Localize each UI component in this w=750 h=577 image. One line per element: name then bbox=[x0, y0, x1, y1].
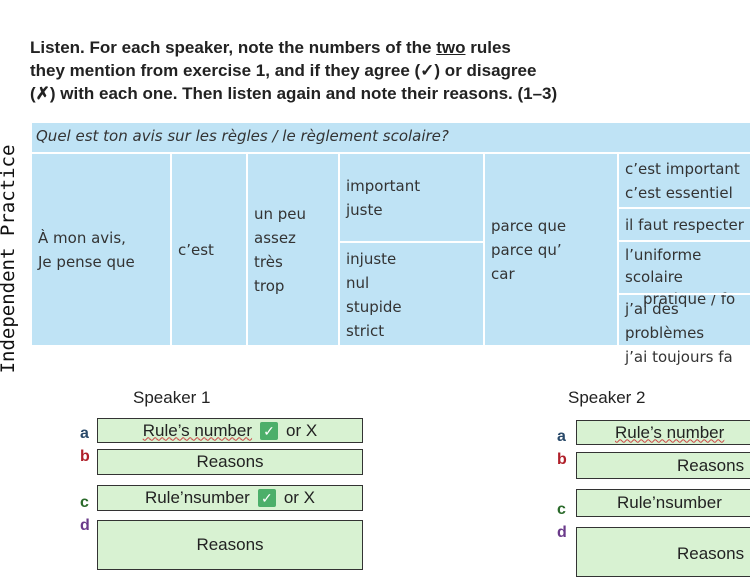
cell-text: assez bbox=[254, 229, 296, 247]
box-text: Reasons bbox=[677, 544, 745, 563]
box-text: Reasons bbox=[196, 452, 264, 471]
letter-d: d bbox=[80, 517, 90, 534]
box-text: Rule’nsumber bbox=[617, 493, 722, 512]
cell-reason: j’ai des problèmes j’ai toujours fa bbox=[617, 293, 750, 366]
letter-d: d bbox=[557, 524, 567, 541]
speaker2-rule-c[interactable]: Rule’nsumber bbox=[576, 489, 750, 517]
cell-text: parce que bbox=[491, 217, 567, 235]
instr-text: Listen. For each speaker, note the numbe… bbox=[30, 38, 437, 57]
cell-text: c’est essentiel bbox=[625, 184, 733, 202]
cell-text: j’ai toujours fa bbox=[625, 348, 733, 366]
speaker2-title: Speaker 2 bbox=[568, 388, 646, 407]
speaker1-rule-c[interactable]: Rule’nsumber ✓ or X bbox=[97, 485, 363, 511]
letter-a: a bbox=[80, 425, 89, 442]
cell-text: l’uniforme scolaire bbox=[625, 246, 702, 286]
check-icon: ✓ bbox=[257, 489, 276, 507]
letter-b: b bbox=[80, 448, 90, 465]
cell-connectives: parce que parce qu’ car bbox=[483, 152, 617, 345]
speaker1-title: Speaker 1 bbox=[133, 388, 211, 407]
speaker1-rule-a[interactable]: Rule’s number ✓ or X bbox=[97, 418, 363, 443]
letter-b: b bbox=[557, 451, 567, 468]
box-text: Rule’s number bbox=[142, 420, 253, 440]
cell-text: À mon avis, bbox=[38, 229, 126, 247]
box-text: Rule’nsumber bbox=[144, 488, 250, 507]
cell-text: c’est bbox=[178, 241, 214, 259]
letter-a: a bbox=[557, 428, 566, 445]
cell-reason: il faut respecter bbox=[617, 207, 750, 240]
phrase-table: Quel est ton avis sur les règles / le rè… bbox=[32, 123, 750, 366]
cell-negative-adj: injuste nul stupide strict bbox=[338, 241, 483, 345]
box-text: or X bbox=[283, 488, 316, 507]
cell-text: strict bbox=[346, 322, 385, 340]
box-text: Reasons bbox=[196, 535, 264, 554]
instr-text: (✗) with each one. Then listen again and… bbox=[30, 84, 558, 103]
cell-opinion: À mon avis, Je pense que bbox=[32, 152, 170, 345]
instr-text: rules bbox=[465, 38, 511, 57]
side-label: Independent Practice bbox=[0, 144, 19, 374]
cell-text: nul bbox=[346, 274, 370, 292]
cell-text: Je pense que bbox=[38, 253, 135, 271]
cell-intensifiers: un peu assez très trop bbox=[246, 152, 338, 345]
speaker2-reasons-b[interactable]: Reasons bbox=[576, 452, 750, 479]
instructions: Listen. For each speaker, note the numbe… bbox=[30, 36, 670, 105]
box-text: or X bbox=[286, 420, 318, 440]
box-text: Rule’s number bbox=[615, 422, 725, 442]
cell-text: trop bbox=[254, 277, 285, 295]
cell-text: injuste bbox=[346, 250, 397, 268]
cell-text: stupide bbox=[346, 298, 402, 316]
cell-text: c’est important bbox=[625, 160, 740, 178]
check-icon: ✓ bbox=[260, 421, 279, 440]
cell-text: juste bbox=[346, 201, 383, 219]
cell-reason: c’est important c’est essentiel bbox=[617, 152, 750, 207]
cell-text: car bbox=[491, 265, 515, 283]
speaker2-rule-a[interactable]: Rule’s number bbox=[576, 420, 750, 445]
letter-c: c bbox=[80, 494, 89, 511]
instr-text: they mention from exercise 1, and if the… bbox=[30, 61, 537, 80]
cell-text: parce qu’ bbox=[491, 241, 562, 259]
table-header: Quel est ton avis sur les règles / le rè… bbox=[36, 127, 449, 145]
speaker2-reasons-d[interactable]: Reasons bbox=[576, 527, 750, 577]
cell-text: très bbox=[254, 253, 283, 271]
box-text: Reasons bbox=[677, 455, 745, 475]
speaker1-reasons-b[interactable]: Reasons bbox=[97, 449, 363, 475]
instr-underline: two bbox=[436, 38, 466, 57]
cell-text: important bbox=[346, 177, 421, 195]
cell-cest: c’est bbox=[170, 152, 246, 345]
cell-text: un peu bbox=[254, 205, 307, 223]
letter-c: c bbox=[557, 501, 566, 518]
cell-text: j’ai des problèmes bbox=[625, 300, 705, 342]
cell-positive-adj: important juste bbox=[338, 152, 483, 241]
cell-text: il faut respecter bbox=[625, 216, 744, 234]
